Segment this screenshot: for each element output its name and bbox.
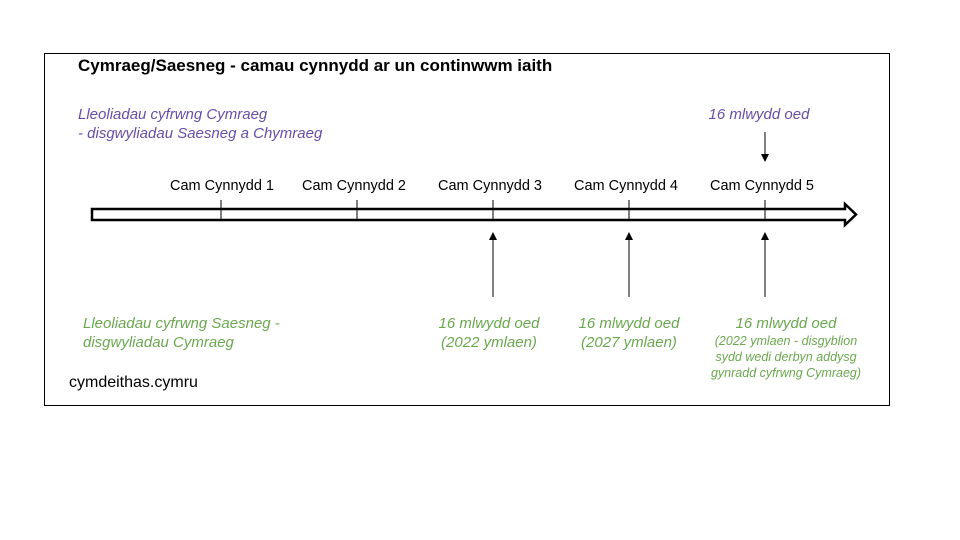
note-line: (2022 ymlaen) xyxy=(441,334,537,351)
note-line: sydd wedi derbyn addysg xyxy=(715,350,857,364)
note-line: (2022 ymlaen - disgyblion xyxy=(714,334,858,348)
stage-5-note: 16 mlwydd oed (2022 ymlaen - disgyblion … xyxy=(711,314,861,381)
stage-3-label: Cam Cynnydd 3 xyxy=(438,178,542,194)
stage-2-label: Cam Cynnydd 2 xyxy=(302,178,406,194)
label-line: Lleoliadau cyfrwng Saesneg - xyxy=(83,315,280,332)
stage-4-label: Cam Cynnydd 4 xyxy=(574,178,678,194)
note-line: 16 mlwydd oed xyxy=(578,315,680,332)
note-line: 16 mlwydd oed xyxy=(735,315,837,332)
continuum-arrow xyxy=(90,201,858,228)
stage-5-label: Cam Cynnydd 5 xyxy=(710,178,814,194)
footer-website: cymdeithas.cymru xyxy=(69,374,198,391)
diagram-title: Cymraeg/Saesneg - camau cynnydd ar un co… xyxy=(78,56,553,75)
note-line: (2027 ymlaen) xyxy=(581,334,677,351)
age-label-top: 16 mlwydd oed xyxy=(708,106,810,123)
stage-4-note: 16 mlwydd oed (2027 ymlaen) xyxy=(579,314,680,352)
english-medium-label: Lleoliadau cyfrwng Saesneg - disgwyliada… xyxy=(83,314,280,352)
note-line: 16 mlwydd oed xyxy=(438,315,540,332)
label-line: disgwyliadau Cymraeg xyxy=(83,334,234,351)
stage-3-note: 16 mlwydd oed (2022 ymlaen) xyxy=(439,314,540,352)
label-line: Lleoliadau cyfrwng Cymraeg xyxy=(78,106,268,123)
label-line: - disgwyliadau Saesneg a Chymraeg xyxy=(78,125,323,142)
diagram-frame xyxy=(44,53,890,406)
note-line: gynradd cyfrwng Cymraeg) xyxy=(710,366,862,380)
welsh-medium-label: Lleoliadau cyfrwng Cymraeg - disgwyliada… xyxy=(78,105,322,143)
stage-1-label: Cam Cynnydd 1 xyxy=(170,178,274,194)
